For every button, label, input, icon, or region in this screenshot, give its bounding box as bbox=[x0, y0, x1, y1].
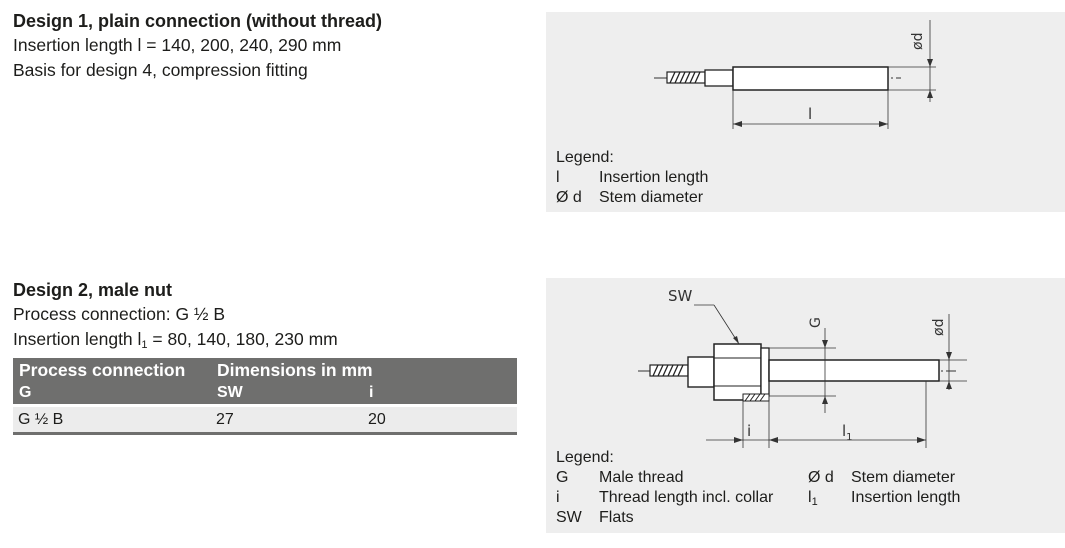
header-sw: SW bbox=[217, 384, 243, 401]
design1-title: Design 1, plain connection (without thre… bbox=[13, 11, 383, 31]
legend-value: Stem diameter bbox=[851, 469, 956, 486]
design2-legend-item: SW Flats bbox=[556, 508, 773, 528]
legend-key-main: l bbox=[808, 489, 812, 506]
design1-drawing-panel: ød l Legend: l Insertion length Ø d Stem… bbox=[546, 12, 1065, 212]
cell-g: G ½ B bbox=[18, 411, 64, 428]
design1-insertion-length: Insertion length l = 140, 200, 240, 290 … bbox=[13, 35, 342, 55]
header-dimensions: Dimensions in mm bbox=[217, 360, 373, 380]
design2-title: Design 2, male nut bbox=[13, 280, 173, 300]
design2-legend-right: Ø d Stem diameter l1 Insertion length bbox=[808, 468, 960, 512]
header-i: i bbox=[369, 384, 374, 401]
design1-basis: Basis for design 4, compression fitting bbox=[13, 60, 308, 80]
design1-legend-item: l Insertion length bbox=[556, 168, 708, 188]
design1-legend-title: Legend: bbox=[556, 149, 614, 166]
design2-legend-item: l1 Insertion length bbox=[808, 488, 960, 512]
cell-i: 20 bbox=[368, 411, 386, 428]
design1-dim-length: l bbox=[808, 105, 812, 123]
legend-key: G bbox=[556, 469, 569, 486]
design1-drawing: ød l bbox=[654, 20, 936, 129]
legend-key: l bbox=[556, 169, 560, 186]
legend-value: Insertion length bbox=[599, 169, 709, 186]
design2-insertion-length: Insertion length l1 = 80, 140, 180, 230 … bbox=[13, 327, 338, 358]
header-g: G bbox=[19, 384, 32, 401]
design2-drawing: SW G ød i l1 bbox=[638, 287, 967, 448]
design2-dim-g: G bbox=[808, 317, 824, 328]
legend-value: Flats bbox=[599, 509, 634, 526]
dimension-table-header: Process connection Dimensions in mm G SW… bbox=[13, 358, 517, 404]
cell-sw: 27 bbox=[216, 411, 234, 428]
legend-value: Stem diameter bbox=[599, 189, 704, 206]
design1-legend: Legend: l Insertion length Ø d Stem diam… bbox=[556, 148, 708, 208]
design2-process-connection: Process connection: G ½ B bbox=[13, 304, 226, 324]
legend-key: l1 bbox=[808, 488, 851, 512]
design2-legend-item: G Male thread bbox=[556, 468, 773, 488]
design2-legend-title: Legend: bbox=[556, 449, 614, 466]
design2-dim-i: i bbox=[747, 422, 751, 440]
design2-legend-item: Ø d Stem diameter bbox=[808, 468, 960, 488]
design2-dim-sw: SW bbox=[668, 287, 693, 305]
table-row: G ½ B 27 20 bbox=[13, 407, 517, 435]
legend-value: Male thread bbox=[599, 469, 684, 486]
legend-key: SW bbox=[556, 509, 582, 526]
legend-key: Ø d bbox=[808, 469, 834, 486]
design1-legend-item: Ø d Stem diameter bbox=[556, 188, 708, 208]
legend-key: i bbox=[556, 489, 560, 506]
design2-legend: Legend: G Male thread i Thread length in… bbox=[556, 448, 773, 528]
design2-dim-l1-sub: 1 bbox=[846, 432, 852, 443]
design2-drawing-panel: SW G ød i l1 Legend: G Male thread i bbox=[546, 278, 1065, 533]
legend-value: Insertion length bbox=[851, 489, 961, 506]
design1-dim-diameter: ød bbox=[910, 33, 926, 50]
header-process-connection: Process connection bbox=[19, 360, 186, 380]
legend-value: Thread length incl. collar bbox=[599, 489, 774, 506]
design2-dim-diameter: ød bbox=[931, 319, 947, 336]
design2-legend-item: i Thread length incl. collar bbox=[556, 488, 773, 508]
design2-insertion-length-prefix: Insertion length l bbox=[13, 329, 142, 349]
legend-key-sub: 1 bbox=[811, 496, 818, 508]
design2-dim-l1: l1 bbox=[842, 422, 853, 443]
design2-insertion-length-sub: 1 bbox=[141, 339, 148, 351]
legend-key: Ø d bbox=[556, 189, 582, 206]
design2-dim-l1-main: l bbox=[842, 422, 846, 440]
design2-insertion-length-values: = 80, 140, 180, 230 mm bbox=[147, 329, 338, 349]
